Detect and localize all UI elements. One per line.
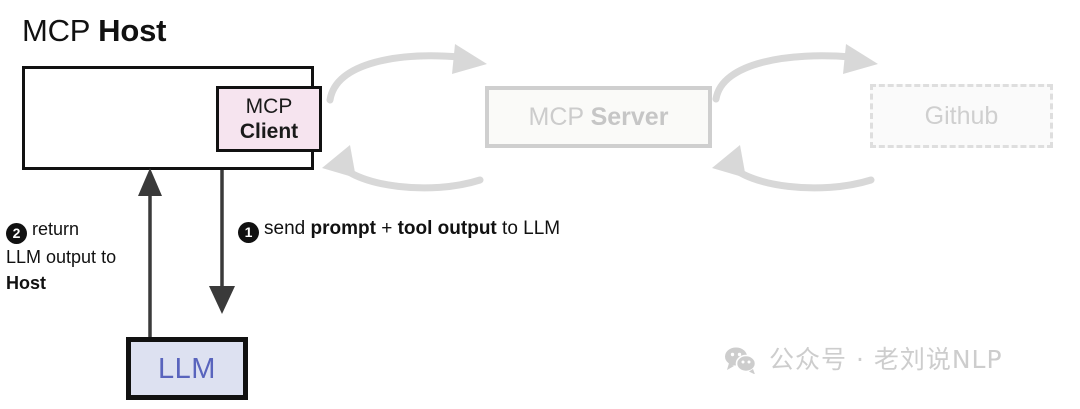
github-label: Github [924,102,999,130]
server-label: MCP Server [529,102,669,132]
step-2-line-2: Host [6,273,46,293]
page-title: MCP Host [22,12,166,50]
step-2-line-1: LLM output to [6,247,117,267]
node-mcp-server[interactable]: MCP Server [485,86,712,148]
arrow-client-to-server [326,44,487,104]
arrow-server-to-client [322,145,484,192]
step-2-badge: 2 [6,223,27,244]
node-llm[interactable]: LLM [126,337,248,400]
title-bold: Host [98,13,167,48]
watermark-text: 公众号 · 老刘说NLP [769,345,1003,374]
step-1-part-1: prompt [310,218,376,239]
step-1-part-3: tool output [397,218,497,239]
arrow-host-to-llm [209,170,235,314]
step-1-part-4: to LLM [496,218,561,239]
client-label-line2: Client [239,120,299,143]
watermark: 公众号 · 老刘说NLP [724,344,1003,376]
arrow-github-to-server [712,145,875,192]
step-1-badge: 1 [238,222,259,243]
step-1-part-0: send [264,218,311,239]
llm-label: LLM [158,352,216,385]
title-regular: MCP [22,13,99,48]
client-label-line1: MCP [245,95,293,118]
server-label-bold: Server [590,103,669,131]
wechat-icon [725,347,757,374]
step-2-line-0: return [32,219,80,239]
server-label-regular: MCP [528,103,591,131]
step-1-part-2: + [375,218,398,239]
arrow-server-to-github [712,44,878,103]
node-github[interactable]: Github [870,84,1053,148]
node-mcp-client[interactable]: MCP Client [216,86,322,152]
